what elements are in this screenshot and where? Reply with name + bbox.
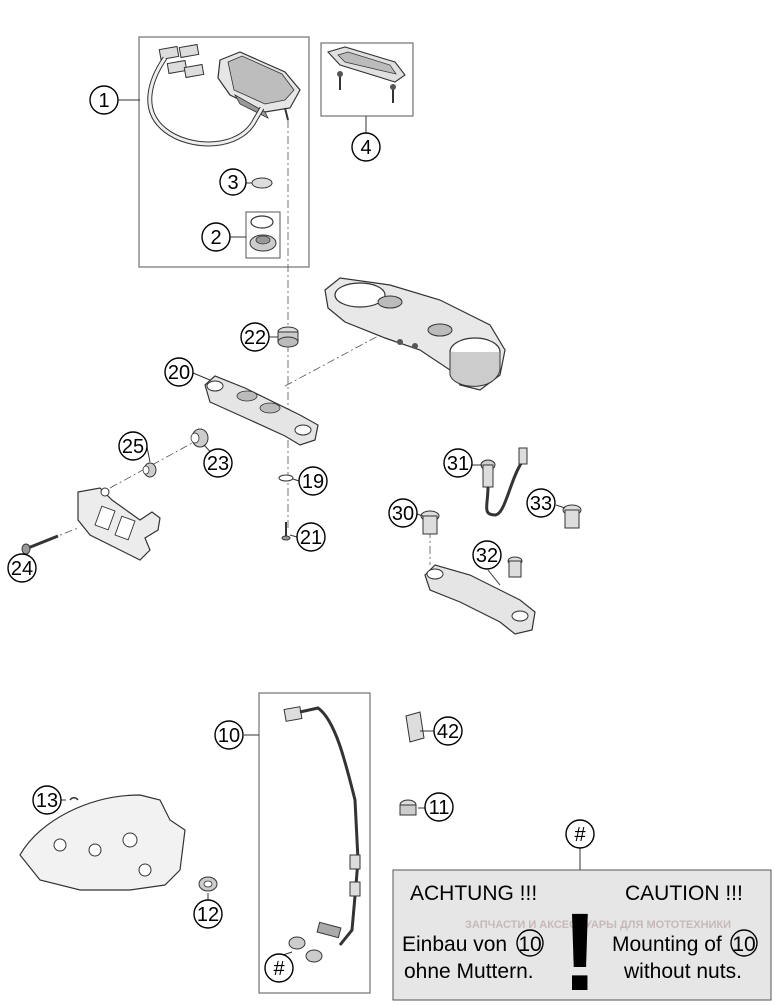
callout-11: 11: [424, 792, 454, 822]
svg-text:10: 10: [218, 725, 240, 747]
part-4-cover: [326, 46, 406, 103]
svg-text:13: 13: [36, 790, 58, 812]
part-30-plug: [420, 510, 440, 535]
callout-2: 2: [201, 222, 231, 252]
callout-4: 4: [351, 132, 381, 162]
svg-text:33: 33: [530, 493, 552, 515]
kit-box-speedometer: [138, 36, 310, 268]
callout-21: 21: [296, 522, 326, 552]
callout-10: 10: [214, 720, 244, 750]
svg-text:23: 23: [207, 453, 229, 475]
svg-text:1: 1: [98, 90, 109, 112]
svg-text:2: 2: [210, 227, 221, 249]
svg-text:32: 32: [476, 545, 498, 567]
warning-title-de: ACHTUNG !!!: [410, 882, 537, 905]
svg-text:30: 30: [392, 503, 414, 525]
warning-title-en: CAUTION !!!: [625, 882, 743, 905]
part-33-plug: [562, 504, 582, 529]
part-2-kit: [245, 211, 281, 259]
svg-text:31: 31: [447, 453, 469, 475]
part-13-disc-cover: [19, 794, 186, 891]
part-11-clip: [399, 799, 417, 816]
assembly-line: [284, 334, 381, 387]
svg-text:24: 24: [11, 558, 33, 580]
watermark-text: ЗАПЧАСТИ И АКСЕССУАРЫ ДЛЯ МОТОТЕХНИКИ: [465, 919, 731, 931]
warning-ref-en: 10: [732, 933, 755, 956]
callout-42: 42: [433, 716, 463, 746]
svg-text:20: 20: [168, 362, 190, 384]
part-32-bracket: [424, 556, 536, 635]
svg-text:22: 22: [244, 327, 266, 349]
callout-25: 25: [118, 431, 148, 461]
svg-text:25: 25: [122, 436, 144, 458]
exclamation-mark: !: [562, 891, 599, 1005]
svg-text:#: #: [273, 958, 285, 980]
part-22-spacer: [277, 326, 299, 348]
callout-33: 33: [526, 488, 556, 518]
assembly-line: [109, 435, 206, 489]
callout-1: 1: [89, 85, 119, 115]
part-42-clip: [405, 711, 425, 743]
callout-30: 30: [388, 498, 418, 528]
warning-ref-de: 10: [518, 933, 541, 956]
callout-13: 13: [32, 785, 62, 815]
callout-22: 22: [240, 322, 270, 352]
warning-line2-en: without nuts.: [623, 960, 742, 983]
svg-text:42: 42: [437, 721, 459, 743]
callout-19: 19: [298, 466, 328, 496]
svg-text:12: 12: [197, 904, 219, 926]
part-21-screw: [281, 522, 291, 541]
svg-text:#: #: [574, 824, 586, 846]
svg-text:3: 3: [227, 172, 238, 194]
triple-clamp: [324, 277, 506, 391]
callout-23: 23: [203, 448, 233, 478]
svg-text:4: 4: [360, 137, 371, 159]
part-19-washer: [278, 474, 294, 482]
callout-32: 32: [472, 540, 502, 570]
callout-3: 3: [219, 168, 247, 196]
part-31-sensor: [480, 447, 528, 517]
part-3-cap: [251, 177, 273, 189]
callout-24: 24: [7, 553, 37, 583]
speedometer-unit: [147, 43, 301, 147]
callout-20: 20: [164, 357, 194, 387]
svg-text:11: 11: [429, 797, 450, 819]
warning-line1-de: Einbau von: [402, 933, 507, 956]
warning-box: ACHTUNG !!! CAUTION !!! ЗАПЧАСТИ И АКСЕС…: [392, 869, 772, 1005]
svg-text:19: 19: [302, 471, 324, 493]
warning-line2-de: ohne Muttern.: [404, 960, 534, 983]
callout-12: 12: [193, 899, 223, 929]
callout-31: 31: [443, 448, 473, 478]
part-12-nut: [198, 876, 218, 892]
part-25-bushing: [142, 462, 157, 478]
warning-line1-en: Mounting of: [612, 933, 722, 956]
part-10-cable: [283, 706, 361, 963]
kit-box-cover: [320, 42, 414, 117]
callout-hash-top: #: [565, 819, 595, 849]
part-23-rubber: [190, 428, 209, 448]
svg-text:21: 21: [300, 527, 322, 549]
part-24-holder: [21, 487, 161, 561]
callout-hash-bottom: #: [264, 953, 294, 983]
kit-box-cable: [258, 692, 371, 994]
part-20-bracket: [204, 375, 319, 446]
